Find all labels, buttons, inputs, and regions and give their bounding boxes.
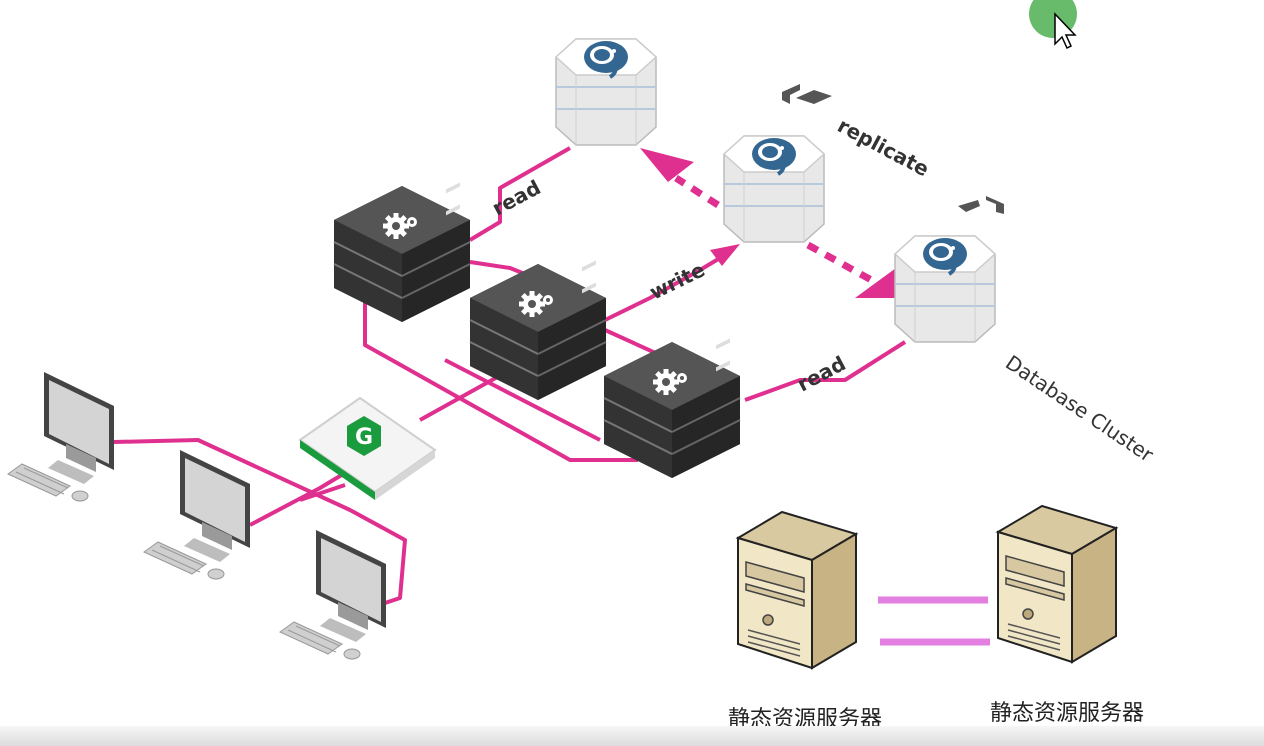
read-link-top [468, 146, 571, 242]
lb-to-app1 [363, 300, 638, 462]
static-server-left [737, 511, 857, 669]
read-label-right: read [793, 351, 850, 396]
read-link-right [744, 340, 907, 402]
static-server-right [997, 505, 1117, 663]
replicate-arrow-right [855, 268, 900, 298]
client1-link [113, 438, 407, 605]
load-balancer: G [298, 396, 437, 500]
svg-text:G: G [355, 425, 373, 450]
db-node-right [894, 235, 996, 343]
client2-link [249, 468, 352, 527]
db-node-top [555, 38, 657, 146]
bottom-edge [0, 726, 1264, 746]
replicate-label: replicate [834, 113, 934, 181]
static-server-right-label: 静态资源服务器 [990, 701, 1144, 726]
write-arrow [710, 244, 740, 266]
app-server-1 [333, 181, 471, 323]
client-computer-2 [143, 449, 251, 580]
db-node-middle [723, 135, 825, 243]
write-label: write [646, 257, 709, 304]
database-cluster-label: Database Cluster [1001, 350, 1158, 467]
connection-lines [113, 146, 907, 605]
static-server-link [878, 596, 990, 646]
mouse-cursor [1029, 0, 1077, 50]
lb-to-app3 [444, 358, 601, 442]
desktop-computer-icon [279, 529, 387, 660]
desktop-computer-icon [143, 449, 251, 580]
write-link [604, 256, 722, 322]
app2-to-app3 [604, 328, 661, 357]
arrows [640, 148, 900, 298]
client3-link [299, 483, 346, 502]
replication-lines [674, 175, 877, 286]
read-label-top: read [488, 175, 545, 220]
client-computer-1 [7, 371, 115, 502]
desktop-computer-icon [7, 371, 115, 502]
mouse-cursor-icon [1054, 12, 1077, 50]
replicate-arrow-left [640, 148, 694, 182]
client-computer-3 [279, 529, 387, 660]
app-server-3 [603, 337, 741, 479]
replicate-bracket-right [958, 196, 1004, 214]
replicate-bracket-left [782, 84, 832, 104]
nginx-logo-icon: G [347, 416, 381, 456]
